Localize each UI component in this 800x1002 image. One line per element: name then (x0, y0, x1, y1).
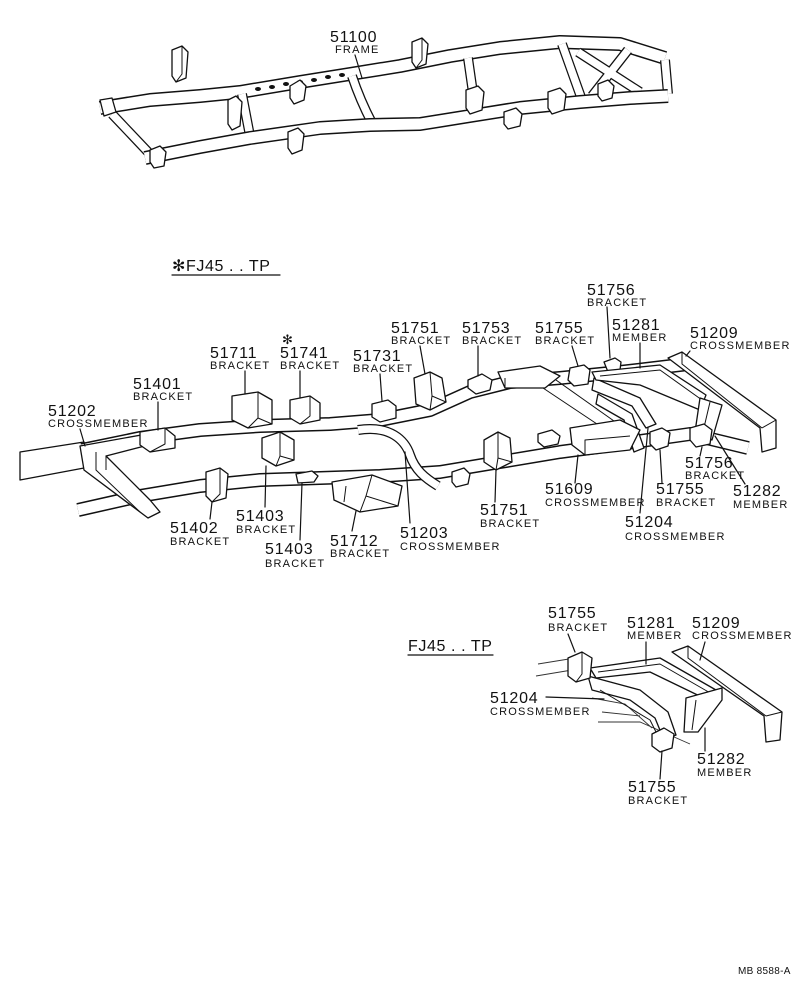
part-51609-crossmember (497, 365, 641, 456)
part-51751-upper-bracket (413, 371, 447, 411)
callout-51403-upper-number: 51403 (236, 508, 285, 525)
frame-51100-drawing (99, 37, 668, 169)
callout-51756-top-name: BRACKET (587, 297, 647, 309)
part-51711-bracket (231, 391, 273, 429)
rear-rail-outline (535, 657, 691, 745)
callout-51203-number: 51203 (400, 525, 449, 542)
callout-51282-number: 51282 (733, 483, 782, 500)
part-51401-bracket (139, 427, 176, 453)
part-51756-lower-bracket (689, 423, 713, 448)
detail-callout-51209-number: 51209 (692, 615, 741, 632)
part-51741-bracket (289, 395, 321, 425)
detail-callout-51755-bottom-name: BRACKET (628, 795, 688, 807)
callout-51751-lower-number: 51751 (480, 502, 529, 519)
callout-51282-name: MEMBER (733, 499, 788, 511)
callout-51712-number: 51712 (330, 533, 379, 550)
drawing-code: MB 8588-A (738, 966, 791, 977)
detail-51209-crossmember (671, 645, 783, 743)
detail-callout-51209-name: CROSSMEMBER (692, 630, 793, 642)
callout-51741-number: 51741 (280, 345, 329, 362)
minor-brackets (451, 429, 561, 488)
callout-51609-name: CROSSMEMBER (545, 497, 646, 509)
callout-51209-number: 51209 (690, 325, 739, 342)
callout-51403-lower-name: BRACKET (265, 558, 325, 570)
callout-51402-name: BRACKET (170, 536, 230, 548)
callout-51202-name: CROSSMEMBER (48, 418, 149, 430)
callout-51401-number: 51401 (133, 376, 182, 393)
callout-51609-number: 51609 (545, 481, 594, 498)
detail-callout-51755-bottom-number: 51755 (628, 779, 677, 796)
detail-51755-top-bracket (567, 651, 593, 683)
callout-51756-lower-number: 51756 (685, 455, 734, 472)
callout-51751-top-name: BRACKET (391, 335, 451, 347)
callout-51755-mid-name: BRACKET (656, 497, 716, 509)
leader-51100 (354, 54, 363, 79)
callout-51753-name: BRACKET (462, 335, 522, 347)
exploded-frame-drawing (19, 306, 777, 541)
detail-51282-member (683, 687, 723, 733)
callout-51402-number: 51402 (170, 520, 219, 537)
detail-51755-bottom-bracket (651, 727, 675, 753)
callout-51403-upper-name: BRACKET (236, 524, 296, 536)
callout-51755-top-name: BRACKET (535, 335, 595, 347)
callout-51753-number: 51753 (462, 320, 511, 337)
callout-51403-lower-number: 51403 (265, 541, 314, 558)
callout-51204-name: CROSSMEMBER (625, 531, 726, 543)
part-51403-lower-bracket (295, 470, 319, 484)
variant-plain-label: FJ45 . . TP (408, 638, 493, 655)
part-51731-bracket (371, 399, 397, 423)
detail-callout-51755-top-name: BRACKET (548, 622, 608, 634)
part-51712-bracket (331, 474, 403, 513)
callout-51203-name: CROSSMEMBER (400, 541, 501, 553)
far-rail-front-section (19, 441, 85, 481)
detail-callout-51282-number: 51282 (697, 751, 746, 768)
callout-51756-top-number: 51756 (587, 282, 636, 299)
detail-callout-51755-top-number: 51755 (548, 605, 597, 622)
callout-51100-name: FRAME (335, 44, 380, 56)
leader-lines (79, 306, 746, 541)
callout-51711-name: BRACKET (210, 360, 270, 372)
part-51755-mid-bracket (649, 427, 671, 451)
callout-51401-name: BRACKET (133, 391, 193, 403)
callout-51281-number: 51281 (612, 317, 661, 334)
detail-callout-51204-number: 51204 (490, 690, 539, 707)
callout-51202-number: 51202 (48, 403, 97, 420)
callout-51755-mid-number: 51755 (656, 481, 705, 498)
callout-51204-number: 51204 (625, 514, 674, 531)
variant-star-label: ✻FJ45 . . TP (172, 258, 271, 275)
callout-51712-name: BRACKET (330, 548, 390, 560)
callout-51281-name: MEMBER (612, 332, 667, 344)
detail-callout-51282-name: MEMBER (697, 767, 752, 779)
callout-51755-top-number: 51755 (535, 320, 584, 337)
detail-callout-51281-number: 51281 (627, 615, 676, 632)
callout-51751-lower-name: BRACKET (480, 518, 540, 530)
part-51402-bracket (205, 467, 229, 503)
callout-51741-name: BRACKET (280, 360, 340, 372)
star-mark: ✻ (282, 332, 293, 347)
part-51753-bracket (467, 373, 493, 395)
part-51755-top-bracket (567, 364, 591, 387)
callout-51209-name: CROSSMEMBER (690, 340, 791, 352)
callout-51756-lower-name: BRACKET (685, 470, 745, 482)
callout-51100-number: 51100 (330, 29, 377, 46)
detail-leader-lines (545, 633, 706, 780)
callout-51711-number: 51711 (210, 345, 257, 362)
callout-51731-name: BRACKET (353, 363, 413, 375)
frame-brackets (99, 37, 615, 169)
rear-detail-drawing (535, 633, 783, 780)
detail-callout-51281-name: MEMBER (627, 630, 682, 642)
part-51403-upper-bracket (261, 431, 295, 467)
callout-51751-top-number: 51751 (391, 320, 440, 337)
part-51209-crossmember (667, 351, 777, 453)
detail-callout-51204-name: CROSSMEMBER (490, 706, 591, 718)
part-51751-lower-bracket (483, 431, 513, 471)
callout-51731-number: 51731 (353, 348, 402, 365)
